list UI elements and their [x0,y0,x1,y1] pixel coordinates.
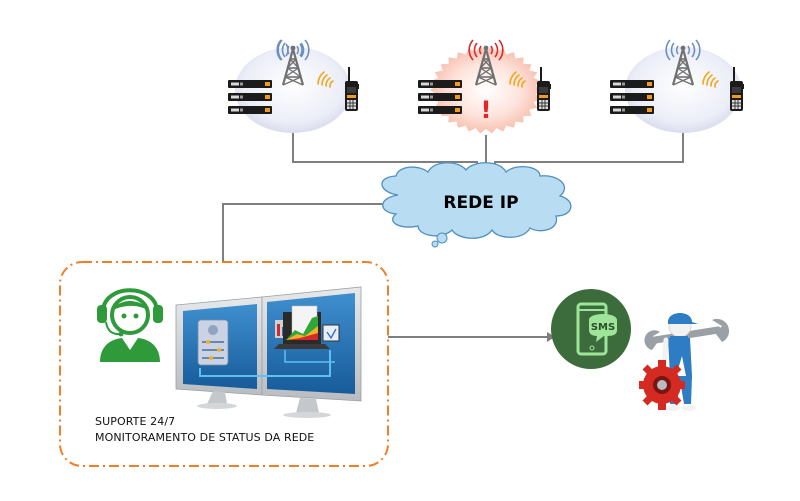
alert-icon: ! [481,96,492,124]
thought-bubble-large [436,232,448,244]
support-agent-icon [97,288,163,362]
handheld-radio-icon [344,66,360,112]
site-3 [610,39,745,133]
thought-bubble-small [431,240,439,248]
caption-support: SUPORTE 24/7 [95,415,176,428]
signal-waves-icon [665,39,701,61]
sms-label: SMS [591,322,615,333]
sms-notification: SMS [551,289,631,369]
alert-flow-arrow [388,332,555,342]
technician-icon [639,313,730,411]
signal-waves-icon [276,39,310,61]
gear-icon [639,360,685,410]
cloud-shape [381,162,572,239]
ip-network-cloud: REDE IP [381,162,572,248]
site-coverage-area [235,47,351,133]
handheld-radio-icon [536,66,552,112]
link-monitoring [222,203,383,262]
dashed-border [59,261,389,467]
monitoring-center [59,261,389,467]
phone-sms-icon: SMS [576,302,617,356]
site-2: ! [418,39,552,134]
site-1 [228,39,360,133]
server-rack-icon [610,80,654,114]
server-rack-icon [418,80,462,114]
site-coverage-area [625,47,741,133]
cloud-label: REDE IP [443,193,518,213]
signal-waves-icon [468,39,504,61]
caption-monitoring: MONITORAMENTO DE STATUS DA REDE [95,431,315,444]
server-rack-icon [228,80,272,114]
dual-monitor-dashboard-icon [175,286,362,418]
